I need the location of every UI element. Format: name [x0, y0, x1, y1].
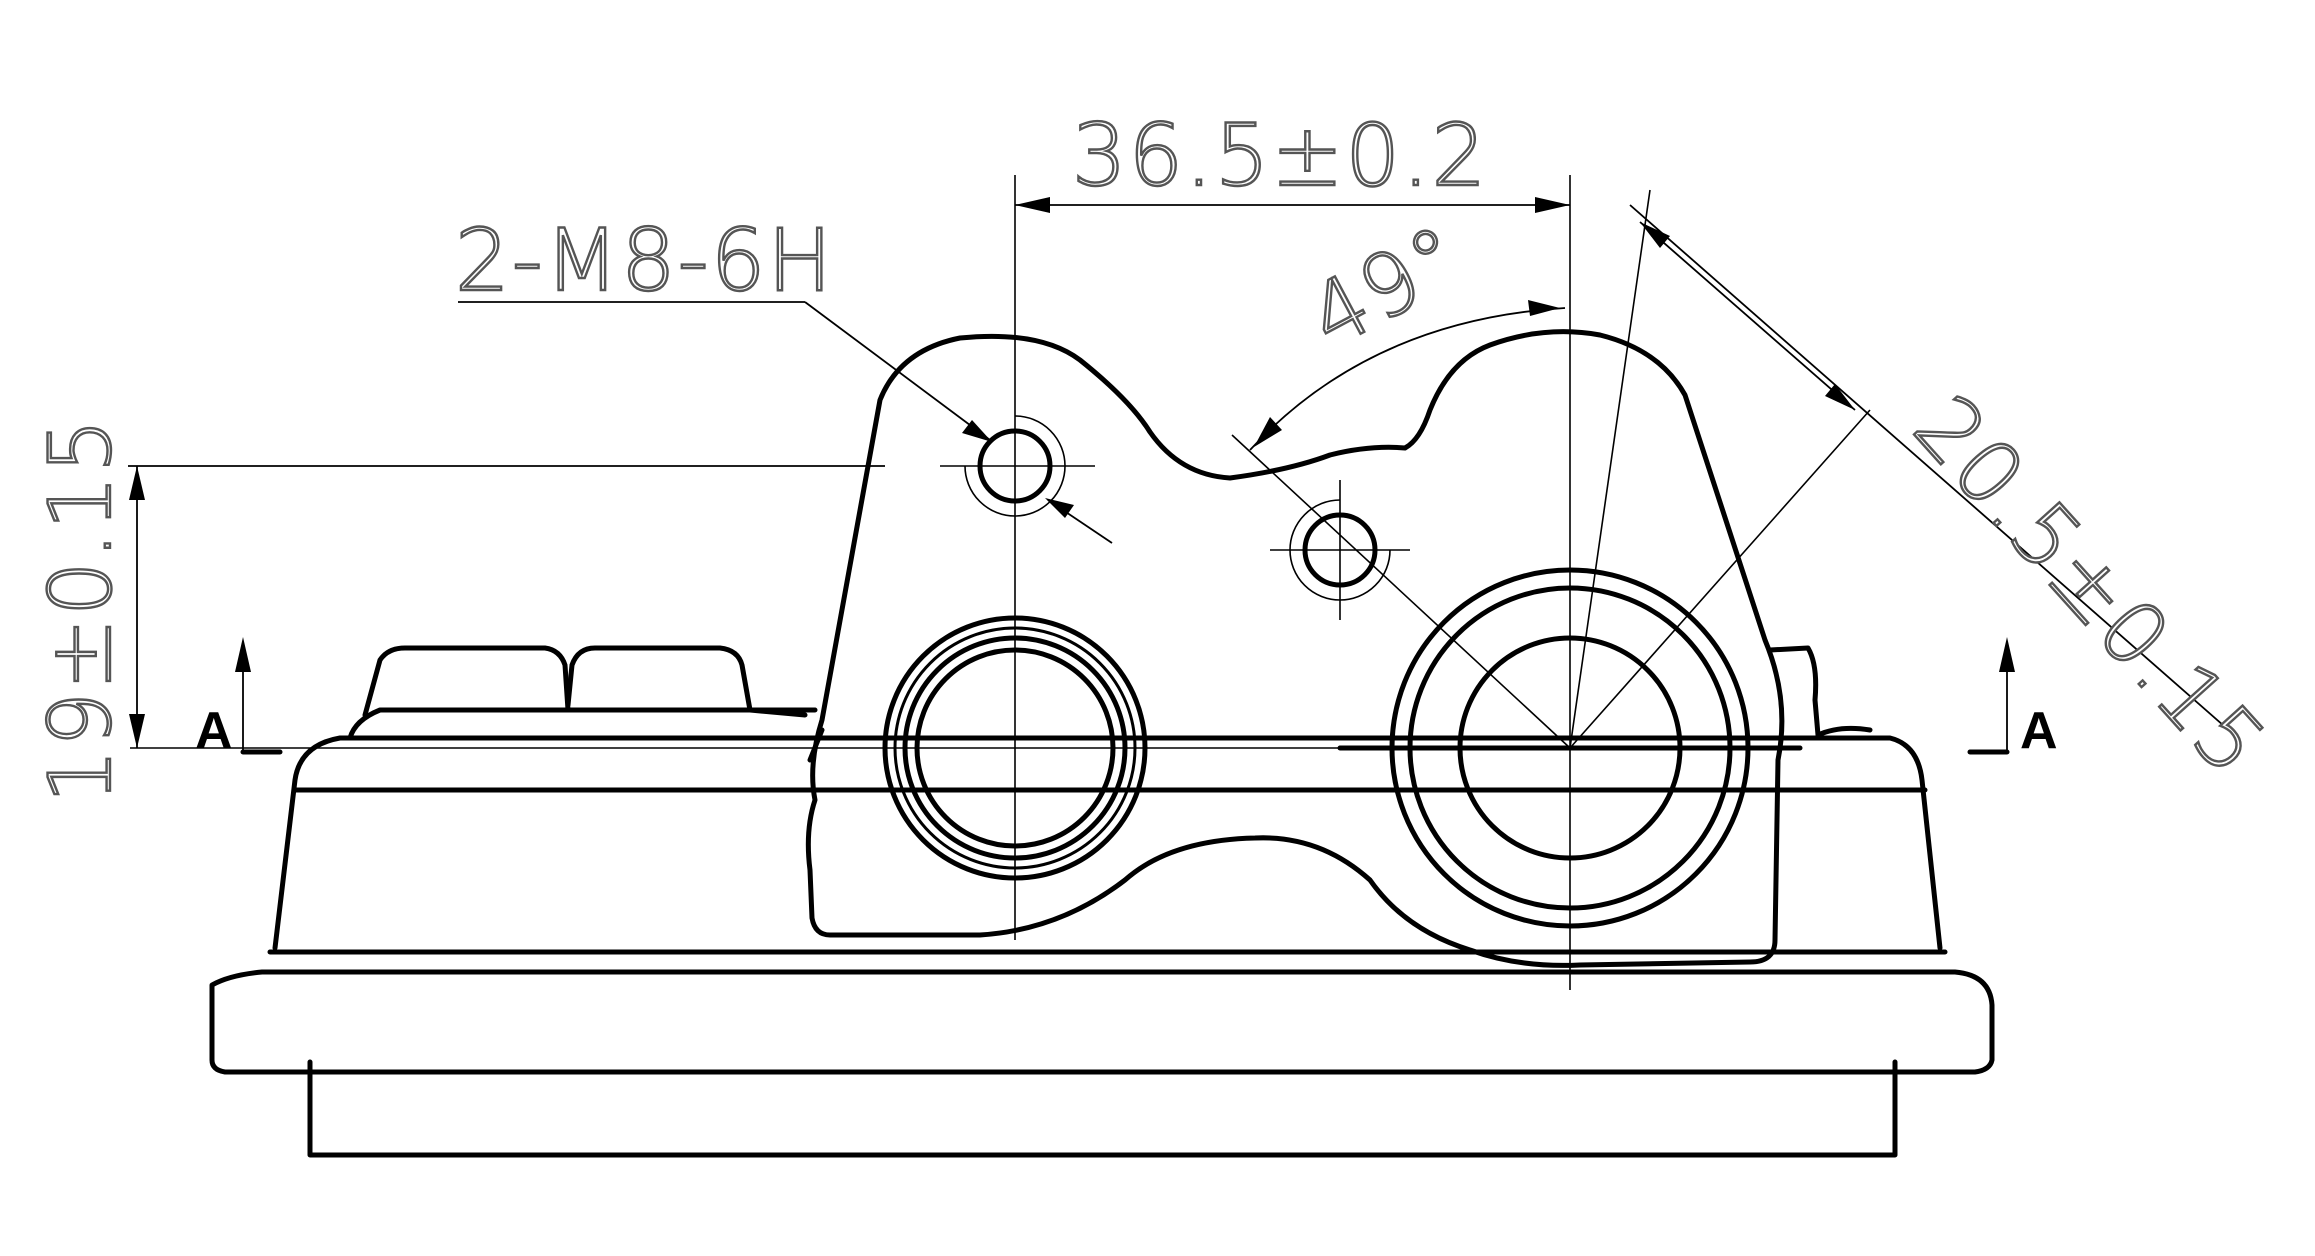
base-plate [209, 735, 1995, 1158]
dimension-diagonal-text: 20.5±0.15 [1894, 377, 2285, 795]
dimension-vertical-text: 19±0.15 [31, 417, 131, 804]
left-raised-pads [347, 645, 818, 741]
dimension-angle: 49° [1249, 205, 1566, 451]
bracket-body [805, 329, 1873, 968]
section-mark-left: A [195, 637, 283, 760]
dimension-diagonal: 20.5±0.15 [1629, 204, 2286, 797]
center-lines [130, 175, 1871, 990]
dimension-thread: 2-M8-6H [454, 210, 1113, 544]
dimension-horizontal: 36.5±0.2 [1015, 105, 1570, 213]
section-mark-right: A [1967, 637, 2058, 760]
section-mark-right-text: A [2020, 702, 2058, 760]
dimension-thread-text: 2-M8-6H [455, 211, 834, 311]
dimension-angle-text: 49° [1293, 206, 1480, 369]
dimension-horizontal-text: 36.5±0.2 [1072, 106, 1488, 206]
dimension-vertical: 19±0.15 [30, 415, 885, 805]
section-mark-left-text: A [195, 702, 233, 760]
